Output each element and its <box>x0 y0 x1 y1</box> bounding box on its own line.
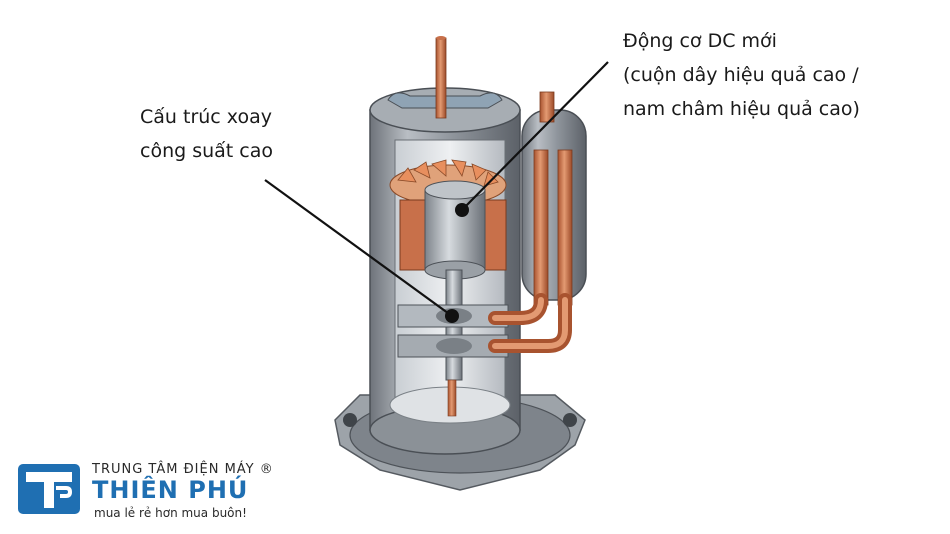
rotary-label-line-1: Cấu trúc xoay <box>140 106 272 128</box>
brand-tagline: TRUNG TÂM ĐIỆN MÁY ® <box>92 462 274 477</box>
rotary-pointer-dot <box>445 309 459 323</box>
dc-motor <box>389 159 507 280</box>
motor-pointer-dot <box>455 203 469 217</box>
suction-pipes <box>488 293 572 353</box>
motor-label-line-2: (cuộn dây hiệu quả cao / <box>623 64 859 86</box>
brand-slogan: mua lẻ rẻ hơn mua buôn! <box>94 506 247 520</box>
motor-label: Động cơ DC mới (cuộn dây hiệu quả cao / … <box>623 24 860 126</box>
discharge-pipe <box>435 36 447 119</box>
oil-pickup <box>447 379 457 417</box>
motor-label-line-3: nam châm hiệu quả cao) <box>623 98 860 120</box>
brand-name: THIÊN PHÚ <box>92 476 249 504</box>
rotary-label: Cấu trúc xoay công suất cao <box>140 100 273 168</box>
tp-logo-icon <box>18 464 80 514</box>
leader-lines <box>264 61 609 317</box>
rotary-label-line-2: công suất cao <box>140 140 273 162</box>
motor-label-line-1: Động cơ DC mới <box>623 30 777 52</box>
accumulator <box>521 91 587 306</box>
